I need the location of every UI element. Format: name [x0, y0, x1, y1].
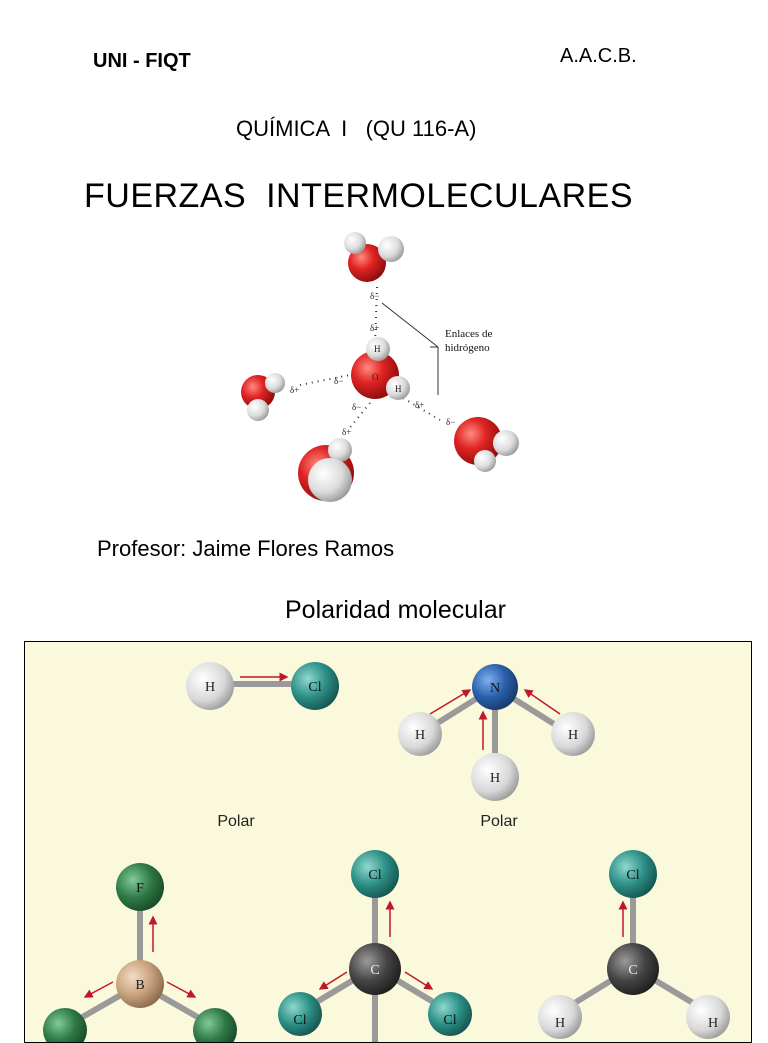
ccl4-chlorine-atom: [351, 850, 399, 898]
atom-o-label: O: [372, 372, 379, 382]
bf3-fluorine-atom: [43, 1008, 87, 1042]
dipole-arrows: [83, 672, 628, 998]
delta-minus-label: δ−: [446, 417, 455, 427]
hcl-hydrogen-atom: [186, 662, 234, 710]
atom-label-cl: Cl: [368, 868, 381, 883]
atom-label-cl: Cl: [308, 680, 321, 695]
water-molecule-center: [351, 337, 410, 400]
bf3-fluorine-atom: [116, 863, 164, 911]
nh3-hydrogen-atom: [398, 712, 442, 756]
delta-plus-label: δ+: [370, 323, 379, 333]
course-code: QUÍMICA I (QU 116-A): [236, 116, 477, 141]
delta-minus-label: δ−: [352, 402, 361, 412]
professor-name: Profesor: Jaime Flores Ramos: [97, 536, 395, 561]
ch3cl-chlorine-atom: [609, 850, 657, 898]
ch3cl-carbon-atom: [607, 943, 659, 995]
atom-label-cl: Cl: [626, 868, 639, 883]
institution-label: UNI - FIQT: [93, 50, 191, 72]
atom-label-h: H: [205, 680, 215, 695]
atom-label-f: F: [136, 881, 144, 896]
bf3-boron-atom: [116, 960, 164, 1008]
water-molecule-right: [454, 417, 519, 472]
atom-label-c: C: [628, 963, 637, 978]
atom-label-b: B: [135, 978, 144, 993]
nh3-nitrogen-atom: [472, 664, 518, 710]
water-molecule-left: [241, 373, 285, 421]
atom-label-n: N: [490, 681, 500, 696]
delta-minus-label: δ−: [334, 376, 343, 386]
nh3-polarity-label: Polar: [480, 813, 518, 830]
hydrogen-bond-label-line1: Enlaces de: [445, 328, 492, 340]
atom-h-label: H: [374, 344, 381, 354]
nh3-hydrogen-atom: [471, 753, 519, 801]
hcl-chlorine-atom: [291, 662, 339, 710]
author-initials: A.A.C.B.: [560, 45, 637, 67]
atom-label-h: H: [490, 771, 500, 786]
atom-label-h: H: [568, 728, 578, 743]
molecular-polarity-panel: H Cl H H H N F B Cl C Cl Cl Cl C H: [24, 641, 752, 1043]
water-molecule-top: [344, 232, 404, 282]
atom-label-cl: Cl: [443, 1013, 456, 1028]
atom-h-label: H: [395, 384, 402, 394]
hcl-polarity-label: Polar: [217, 813, 255, 830]
atom-label-h: H: [415, 728, 425, 743]
polarity-figure: H Cl H H H N F B Cl C Cl Cl Cl C H: [43, 662, 730, 1042]
delta-plus-label: δ+: [415, 400, 424, 410]
page-title: FUERZAS INTERMOLECULARES: [84, 177, 634, 215]
delta-plus-label: δ+: [290, 385, 299, 395]
nh3-hydrogen-atom: [551, 712, 595, 756]
ccl4-carbon-atom: [349, 943, 401, 995]
section-title: Polaridad molecular: [285, 596, 506, 624]
hydrogen-bond-label-line2: hidrógeno: [445, 342, 490, 354]
atom-label-cl: Cl: [293, 1013, 306, 1028]
hydrogen-bond-lines: [299, 286, 441, 431]
label-bracket: [381, 302, 439, 395]
delta-minus-label: δ−: [370, 291, 379, 301]
water-hydrogen-bond-figure: δ− δ+ δ+ δ− δ− δ+ δ+ δ− H O H Enlaces de…: [241, 232, 519, 502]
delta-plus-label: δ+: [342, 427, 351, 437]
water-molecule-bottom: [298, 438, 354, 502]
atom-label-c: C: [370, 963, 379, 978]
bf3-fluorine-atom: [193, 1008, 237, 1042]
